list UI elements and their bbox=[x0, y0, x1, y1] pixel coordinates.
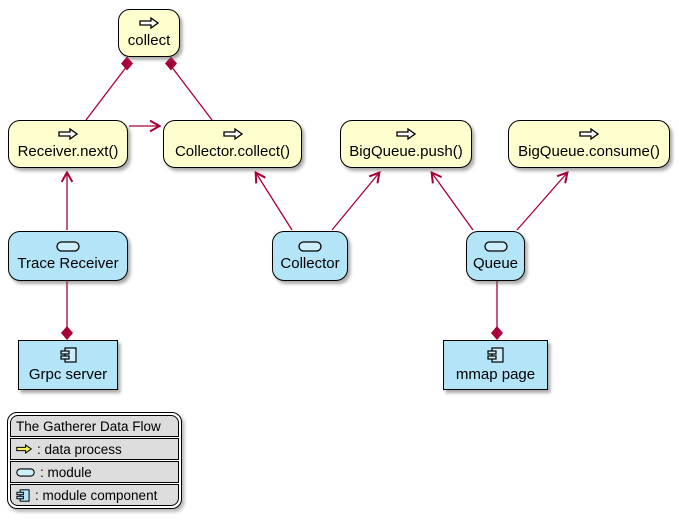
data-process-icon bbox=[139, 17, 159, 29]
node-label: Queue bbox=[472, 254, 519, 272]
composition-diamond bbox=[121, 56, 133, 71]
composition-diamond bbox=[165, 56, 177, 71]
legend-entry-data-process: : data process bbox=[10, 438, 179, 460]
legend-title-text: The Gatherer Data Flow bbox=[16, 418, 161, 434]
node-label: BigQueue.push() bbox=[349, 143, 463, 160]
node-label: Grpc server bbox=[28, 366, 108, 383]
legend-entry-label: : module component bbox=[35, 487, 158, 503]
node-collector: Collector bbox=[272, 231, 348, 281]
edge-collect-receiver bbox=[85, 65, 128, 121]
module-component-icon bbox=[59, 347, 77, 363]
edge-collector-to-bigqueue-push bbox=[331, 170, 381, 231]
node-label: Receiver.next() bbox=[17, 143, 119, 160]
module-component-icon bbox=[487, 347, 504, 363]
legend-entry-module-component: : module component bbox=[10, 484, 179, 506]
node-collect: collect bbox=[118, 9, 180, 57]
node-label: Collector.collect() bbox=[174, 143, 291, 160]
node-receiver-next: Receiver.next() bbox=[8, 120, 128, 168]
data-process-icon bbox=[58, 128, 78, 140]
node-trace-receiver: Trace Receiver bbox=[8, 231, 128, 281]
node-label: collect bbox=[127, 32, 171, 49]
node-label: mmap page bbox=[455, 366, 536, 383]
module-icon bbox=[56, 240, 80, 252]
edge-queue-to-bigqueue-push bbox=[430, 170, 474, 231]
legend-entry-label: : module bbox=[40, 464, 92, 480]
composition-diamond bbox=[61, 326, 73, 340]
node-queue: Queue bbox=[466, 231, 525, 281]
node-grpc-server: Grpc server bbox=[18, 340, 118, 390]
module-icon bbox=[298, 240, 322, 252]
legend-title: The Gatherer Data Flow bbox=[10, 415, 179, 437]
node-collector-collect: Collector.collect() bbox=[163, 120, 302, 168]
node-mmap-page: mmap page bbox=[443, 340, 548, 390]
node-bigqueue-push: BigQueue.push() bbox=[340, 120, 472, 168]
legend-entry-label: : data process bbox=[37, 441, 122, 457]
module-icon bbox=[483, 240, 508, 252]
edge-queue-to-bigqueue-consume bbox=[516, 170, 569, 231]
data-process-icon bbox=[222, 128, 243, 140]
node-label: Trace Receiver bbox=[17, 254, 119, 272]
module-component-icon bbox=[16, 488, 30, 502]
edge-collector-to-collector-collect bbox=[254, 170, 293, 231]
data-process-icon bbox=[16, 444, 32, 454]
node-bigqueue-consume: BigQueue.consume() bbox=[508, 120, 670, 168]
legend: The Gatherer Data Flow : data process : … bbox=[7, 412, 182, 509]
node-label: Collector bbox=[280, 254, 340, 272]
composition-diamond bbox=[491, 326, 503, 340]
data-process-icon bbox=[396, 128, 416, 140]
data-process-icon bbox=[579, 128, 599, 140]
module-icon bbox=[16, 467, 35, 477]
node-label: BigQueue.consume() bbox=[518, 143, 660, 160]
edge-collect-collector-collect bbox=[170, 65, 213, 121]
legend-entry-module: : module bbox=[10, 461, 179, 483]
